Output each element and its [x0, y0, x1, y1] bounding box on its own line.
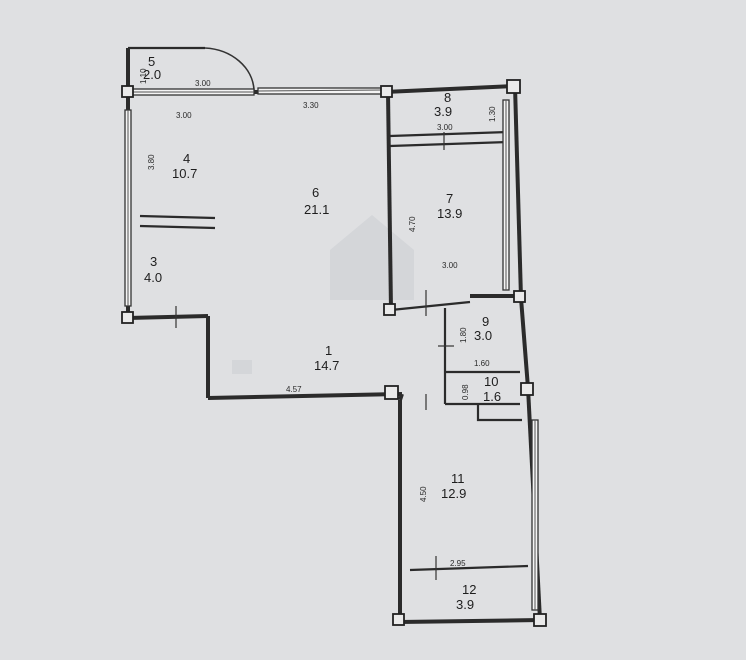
dim-room11-depth: 4.50: [419, 486, 428, 502]
room-5-number: 5: [148, 54, 155, 69]
room-7-number: 7: [446, 191, 453, 206]
dim-room7-depth: 4.70: [408, 216, 417, 232]
dim-room6-width: 3.30: [303, 101, 319, 110]
windows: [124, 87, 539, 611]
room-12-number: 12: [462, 582, 476, 597]
dim-room4-width: 3.00: [176, 111, 192, 120]
dim-room11-width: 2.95: [450, 559, 466, 568]
room-3-number: 3: [150, 254, 157, 269]
room-12-area: 3.9: [456, 597, 474, 612]
room-11-area: 12.9: [441, 486, 466, 501]
room-10-number: 10: [484, 374, 498, 389]
room-labels: 5 2.0 4 10.7 3 4.0 6 21.1 7 13.9 8 3.9 9…: [143, 54, 501, 612]
dim-balcony-depth: 1.10: [139, 68, 148, 84]
dim-room9-depth: 1.80: [459, 327, 468, 343]
room-4-area: 10.7: [172, 166, 197, 181]
door-markers: [175, 132, 454, 580]
room-5-area: 2.0: [143, 67, 161, 82]
room-10-area: 1.6: [483, 389, 501, 404]
dim-room1-width: 4.57: [286, 385, 302, 394]
room-8-area: 3.9: [434, 104, 452, 119]
room-8-number: 8: [444, 90, 451, 105]
dim-room7-width: 3.00: [442, 261, 458, 270]
room-4-number: 4: [183, 151, 190, 166]
structural-columns: [121, 79, 547, 627]
dim-room8-width: 3.00: [437, 123, 453, 132]
room-9-number: 9: [482, 314, 489, 329]
interior-walls: [139, 91, 529, 572]
room-6-area: 21.1: [304, 202, 329, 217]
dim-room8-depth: 1.30: [488, 106, 497, 122]
room-3-area: 4.0: [144, 270, 162, 285]
room-11-number: 11: [451, 471, 465, 486]
room-1-area: 14.7: [314, 358, 339, 373]
dim-room4-depth: 3.80: [147, 154, 156, 170]
dim-room9-width: 1.60: [474, 359, 490, 368]
room-6-number: 6: [312, 185, 319, 200]
room-1-number: 1: [325, 343, 332, 358]
dim-room10-depth: 0.98: [461, 384, 470, 400]
dimension-labels: 1.10 3.00 3.00 3.30 1.30 3.00 3.80 4.70 …: [139, 68, 497, 568]
dim-balcony-width: 3.00: [195, 79, 211, 88]
room-9-area: 3.0: [474, 328, 492, 343]
room-7-area: 13.9: [437, 206, 462, 221]
watermark-house-icon: [232, 215, 414, 374]
